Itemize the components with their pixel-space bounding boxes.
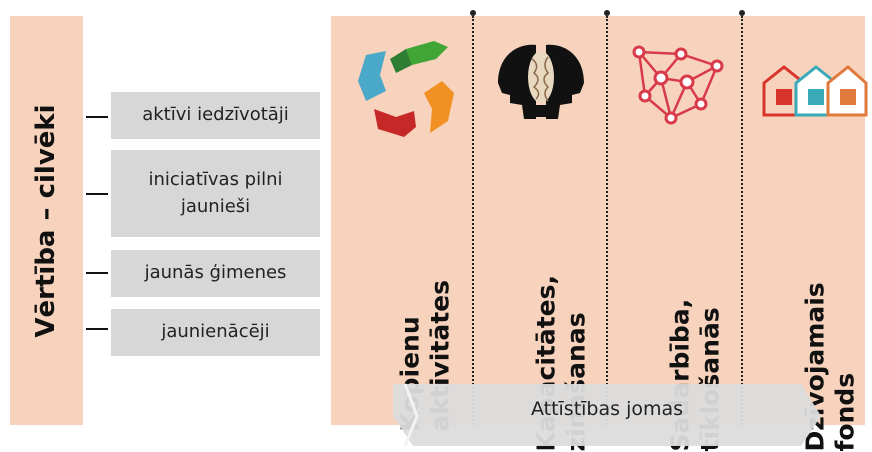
tick-line bbox=[86, 328, 108, 330]
divider-dot bbox=[470, 10, 476, 16]
divider-dot bbox=[739, 10, 745, 16]
houses-icon bbox=[762, 65, 868, 117]
development-areas-arrow bbox=[393, 383, 821, 447]
network-icon bbox=[632, 45, 724, 125]
tick-line bbox=[86, 193, 108, 195]
hands-circle-icon bbox=[358, 41, 454, 137]
value-item-label: jaunienācēji bbox=[161, 321, 270, 343]
value-item-youth: iniciatīvas pilni jaunieši bbox=[111, 150, 320, 237]
tick-line bbox=[86, 116, 108, 118]
column-divider bbox=[472, 16, 474, 425]
value-item-label: jaunās ģimenes bbox=[144, 262, 287, 284]
value-item-label: aktīvi iedzīvotāji bbox=[142, 104, 289, 126]
tick-line bbox=[86, 272, 108, 274]
divider-dot bbox=[604, 10, 610, 16]
column-divider bbox=[606, 16, 608, 425]
column-divider bbox=[741, 16, 743, 425]
left-panel bbox=[10, 16, 83, 425]
value-item-active-residents: aktīvi iedzīvotāji bbox=[111, 92, 320, 139]
value-item-label-line1: iniciatīvas pilni bbox=[148, 169, 283, 191]
left-title: Vērtība – cilvēki bbox=[31, 104, 61, 338]
value-item-young-families: jaunās ģimenes bbox=[111, 250, 320, 297]
head-brain-icon bbox=[498, 44, 584, 119]
development-areas-panel bbox=[331, 16, 865, 425]
arrow-label: Attīstības jomas bbox=[530, 398, 684, 420]
value-item-label-line2: jaunieši bbox=[180, 195, 251, 217]
value-item-newcomers: jaunienācēji bbox=[111, 309, 320, 356]
